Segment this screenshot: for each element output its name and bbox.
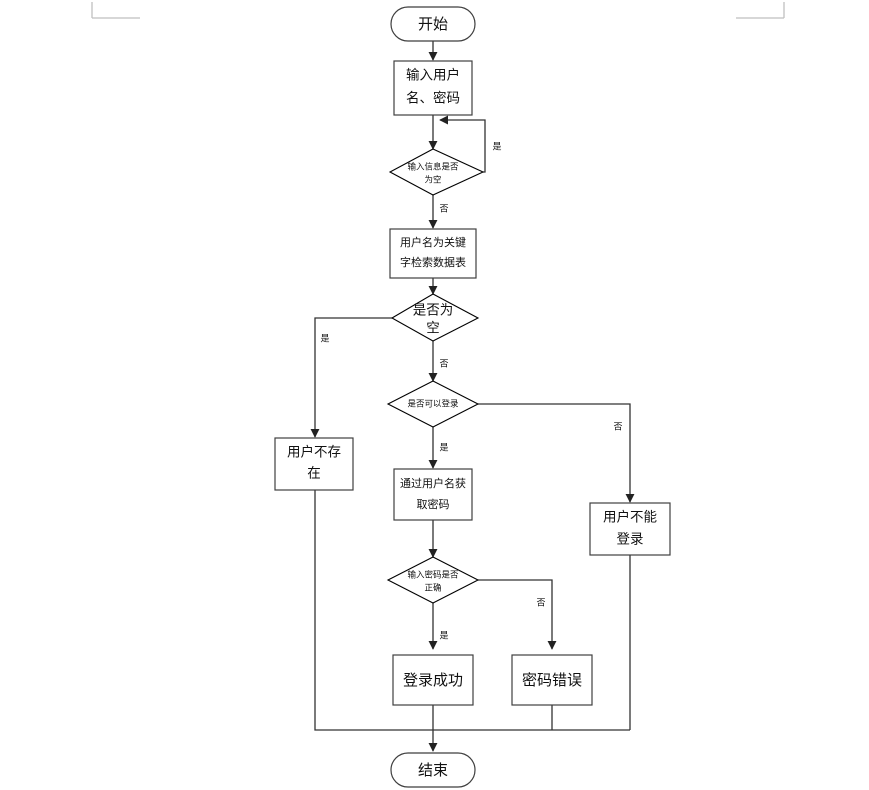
node-pwd-check-label-line1: 输入密码是否	[407, 569, 459, 579]
node-start-shape	[390, 6, 476, 42]
node-empty-check[interactable]: 输入信息是否 为空	[388, 148, 485, 196]
node-input-label-line1: 输入用户	[406, 67, 460, 83]
node-search-db[interactable]: 用户名为关键 字检索数据表	[389, 228, 477, 279]
node-empty-check-label-line1: 输入信息是否	[407, 161, 459, 171]
node-login-ok-shape	[392, 654, 474, 706]
node-login-ok-label: 登录成功	[403, 672, 463, 689]
node-search-db-shape	[389, 228, 477, 279]
node-end-shape	[390, 752, 476, 788]
node-start-label: 开始	[418, 16, 448, 33]
node-pwd-error[interactable]: 密码错误	[511, 654, 593, 706]
node-is-empty-label-line2: 空	[426, 321, 440, 336]
node-input-shape	[393, 60, 473, 116]
edge-label-can-login-no: 否	[613, 421, 622, 431]
node-is-empty-shape	[390, 293, 480, 342]
node-empty-check-label-line2: 为空	[424, 174, 441, 184]
node-can-login-label: 是否可以登录	[407, 398, 459, 408]
node-no-user[interactable]: 用户不存 在	[274, 437, 354, 491]
node-start[interactable]: 开始	[390, 6, 476, 42]
node-search-db-label-line2: 字检索数据表	[400, 255, 466, 269]
page-margin-marker-right	[736, 2, 785, 19]
node-pwd-check[interactable]: 输入密码是否 正确	[386, 556, 480, 604]
edge-label-pwd-check-yes: 是	[439, 630, 448, 640]
node-empty-check-shape	[388, 148, 485, 196]
node-no-user-shape	[274, 437, 354, 491]
node-no-user-label-line2: 在	[307, 466, 321, 481]
node-get-password-label-line1: 通过用户名获	[400, 476, 466, 490]
edge-label-empty-check-yes: 是	[492, 141, 501, 151]
connector-bottom-bus-left	[314, 490, 630, 731]
node-end-label: 结束	[418, 762, 448, 779]
node-input-label-line2: 名、密码	[406, 90, 460, 106]
node-end[interactable]: 结束	[390, 752, 476, 788]
node-search-db-label-line1: 用户名为关键	[400, 235, 466, 249]
edge-label-is-empty-yes: 是	[320, 333, 329, 343]
edge-label-empty-check-no: 否	[439, 203, 448, 213]
node-pwd-check-shape	[386, 556, 480, 604]
node-cannot-login-label-line2: 登录	[617, 532, 644, 547]
edge-label-is-empty-no: 否	[439, 358, 448, 368]
node-cannot-login-label-line1: 用户不能	[603, 509, 657, 525]
node-pwd-check-label-line2: 正确	[424, 582, 441, 592]
node-no-user-label-line1: 用户不存	[287, 444, 341, 460]
node-can-login-shape	[386, 380, 480, 428]
node-get-password-label-line2: 取密码	[417, 497, 450, 511]
node-is-empty-label-line1: 是否为	[413, 303, 454, 318]
node-get-password-shape	[393, 468, 473, 521]
node-get-password[interactable]: 通过用户名获 取密码	[393, 468, 473, 521]
node-login-ok[interactable]: 登录成功	[392, 654, 474, 706]
edge-label-can-login-yes: 是	[439, 442, 448, 452]
node-cannot-login[interactable]: 用户不能 登录	[589, 502, 671, 556]
page-margin-marker-left	[91, 2, 140, 19]
node-pwd-error-label: 密码错误	[522, 672, 582, 689]
connector-can-login-no-to-cannot-login	[478, 403, 635, 503]
edge-label-pwd-check-no: 否	[536, 597, 545, 607]
node-cannot-login-shape	[589, 502, 671, 556]
node-is-empty[interactable]: 是否为 空	[390, 293, 480, 342]
node-can-login[interactable]: 是否可以登录	[386, 380, 480, 428]
node-input[interactable]: 输入用户 名、密码	[393, 60, 473, 116]
node-pwd-error-shape	[511, 654, 593, 706]
connector-is-empty-yes-to-no-user	[310, 317, 392, 438]
connector-pwd-check-no-to-pwd-error	[478, 579, 557, 650]
